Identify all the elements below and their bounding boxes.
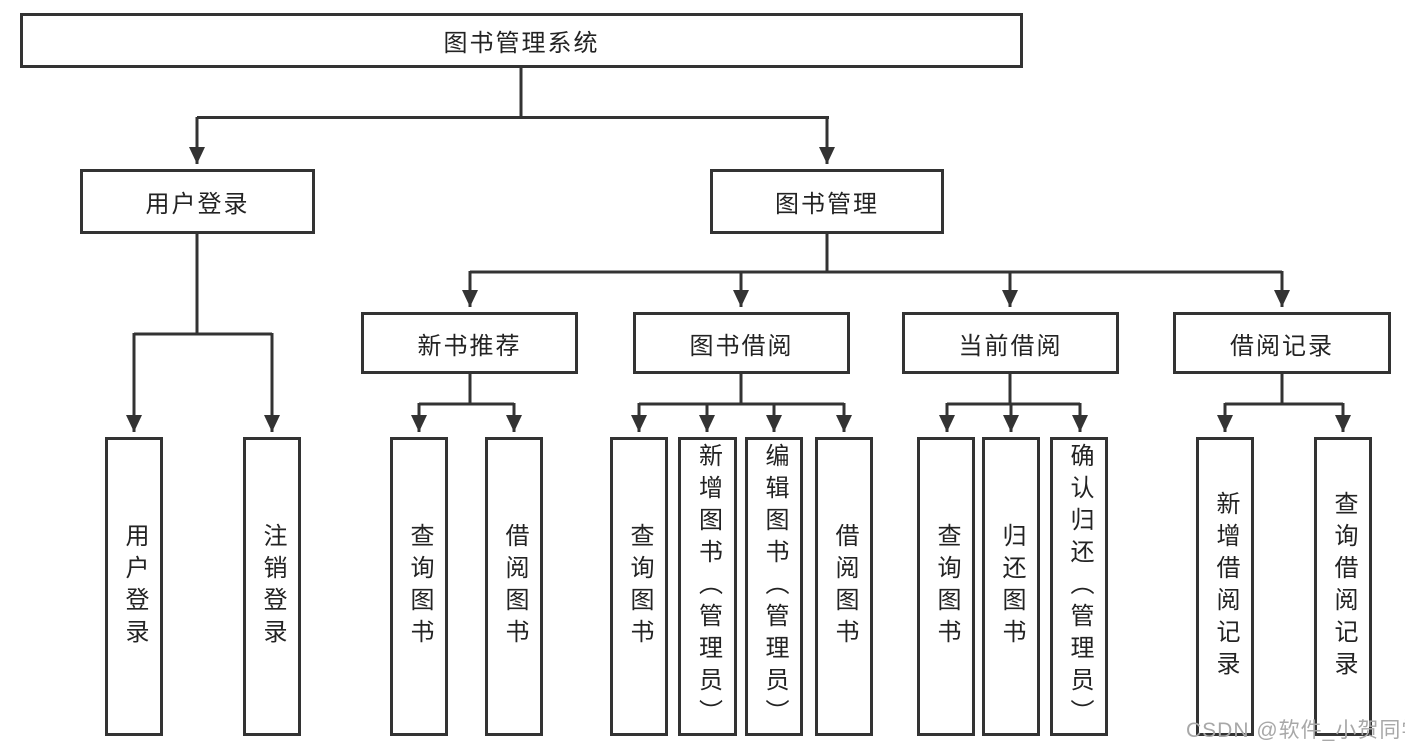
node-book-borrow: 图书借阅 [633,312,850,374]
leaf-query-borrow-record: 查询借阅记录 [1314,437,1372,736]
leaf-query-books-borrow: 查询图书 [610,437,668,736]
leaf-user-login-label: 用户登录 [121,522,148,651]
leaf-logout: 注销登录 [243,437,301,736]
node-current-borrow: 当前借阅 [902,312,1119,374]
leaf-query-borrow-record-label: 查询借阅记录 [1330,490,1357,683]
leaf-add-books-admin-label: 新增图书（管理员） [694,442,722,731]
connector-book-management-to-level3 [462,234,1290,307]
leaf-logout-label: 注销登录 [259,522,286,651]
connector-book-borrow-to-leaves [631,374,852,432]
node-system-root: 图书管理系统 [20,13,1023,68]
leaf-query-books-recommend: 查询图书 [390,437,448,736]
leaf-borrow-books-recommend: 借阅图书 [485,437,543,736]
leaf-query-books-current-label: 查询图书 [933,522,960,651]
leaf-add-books-admin: 新增图书（管理员） [678,437,737,736]
connector-user-login-to-leaves [126,234,280,432]
leaf-add-borrow-record: 新增借阅记录 [1196,437,1254,736]
leaf-borrow-books: 借阅图书 [815,437,873,736]
leaf-borrow-books-label: 借阅图书 [831,522,858,651]
leaf-query-books-recommend-label: 查询图书 [406,522,433,651]
leaf-edit-books-admin: 编辑图书（管理员） [745,437,803,736]
node-borrow-records: 借阅记录 [1173,312,1391,374]
connector-borrow-records-to-leaves [1217,374,1351,432]
leaf-return-books-label: 归还图书 [998,522,1025,651]
leaf-confirm-return-admin-label: 确认归还（管理员） [1066,442,1093,731]
node-book-management: 图书管理 [710,169,944,234]
connector-new-book-recommend-to-leaves [411,374,522,432]
leaf-user-login: 用户登录 [105,437,163,736]
node-user-login: 用户登录 [80,169,315,234]
leaf-borrow-books-recommend-label: 借阅图书 [501,522,528,651]
connector-root-to-level2 [189,68,835,164]
leaf-query-books-borrow-label: 查询图书 [626,522,653,651]
leaf-edit-books-admin-label: 编辑图书（管理员） [761,442,788,731]
csdn-watermark: CSDN @软件_小贺同学 [1186,719,1405,742]
leaf-confirm-return-admin: 确认归还（管理员） [1050,437,1108,736]
connector-current-borrow-to-leaves [939,374,1088,432]
leaf-add-borrow-record-label: 新增借阅记录 [1212,490,1239,683]
leaf-query-books-current: 查询图书 [917,437,975,736]
leaf-return-books: 归还图书 [982,437,1040,736]
node-new-book-recommend: 新书推荐 [361,312,578,374]
